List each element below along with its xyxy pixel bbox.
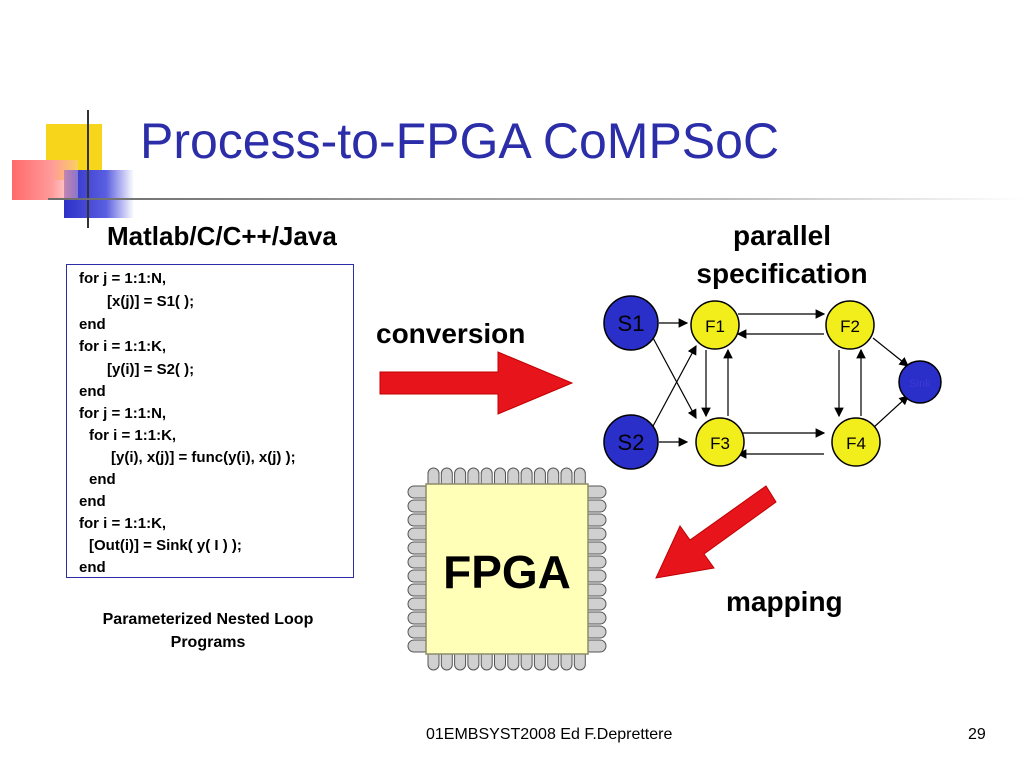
code-line: [y(i), x(j)] = func(y(i), x(j) ); <box>111 449 296 466</box>
decor-red-square <box>12 160 78 200</box>
language-label: Matlab/C/C++/Java <box>107 221 337 251</box>
parallel-spec-label: parallel specification <box>668 217 896 293</box>
code-line: end <box>79 493 106 510</box>
node-f2 <box>825 300 875 350</box>
node-s1-label: S1 <box>618 311 645 336</box>
code-line: for i = 1:1:K, <box>79 338 167 355</box>
code-line: for j = 1:1:N, <box>79 270 167 287</box>
node-f1 <box>690 300 740 350</box>
mapping-label: mapping <box>726 586 843 617</box>
node-s1 <box>603 295 659 351</box>
code-line: end <box>79 383 106 400</box>
code-line: for i = 1:1:K, <box>89 427 177 444</box>
edge-s2-f1 <box>651 344 697 429</box>
node-f2-label: F2 <box>840 317 860 336</box>
mapping-arrow <box>655 485 777 579</box>
page-title: Process-to-FPGA CoMPSoC <box>140 113 780 169</box>
code-line: end <box>89 471 116 488</box>
node-f3-label: F3 <box>710 434 730 453</box>
node-f1-label: F1 <box>705 317 725 336</box>
footer-text: 01EMBSYST2008 Ed F.Deprettere <box>426 726 673 743</box>
code-line: [Out(i)] = Sink( y( I ) ); <box>89 537 242 554</box>
edge-s1-f3 <box>651 335 697 420</box>
node-s2-label: S2 <box>618 430 645 455</box>
decor-vertical-line <box>87 110 89 228</box>
code-line: for j = 1:1:N, <box>79 405 167 422</box>
edge-f4-sink <box>872 395 909 429</box>
node-f3 <box>695 417 745 467</box>
code-line: for i = 1:1:K, <box>79 515 167 532</box>
fpga-chip: FPGA <box>407 467 607 671</box>
node-s2 <box>603 414 659 470</box>
fpga-label: FPGA <box>443 546 571 598</box>
title-divider <box>48 198 1024 200</box>
code-caption: Parameterized Nested Loop Programs <box>102 611 314 651</box>
code-line: end <box>79 559 106 576</box>
node-sink <box>898 360 942 404</box>
code-box: for j = 1:1:N, [x(j)] = S1( ); end for i… <box>66 264 354 578</box>
edge-f2-sink <box>872 337 909 367</box>
process-network-graph: S1 S2 F1 F2 F3 F4 Sink <box>603 295 942 470</box>
node-sink-label: Sink <box>909 378 931 390</box>
conversion-label: conversion <box>376 318 526 349</box>
conversion-arrow <box>379 351 574 415</box>
node-f4-label: F4 <box>846 434 866 453</box>
code-line: end <box>79 316 106 333</box>
page-number: 29 <box>968 726 986 743</box>
code-line: [x(j)] = S1( ); <box>107 293 195 310</box>
parallel-label-line1: parallel <box>732 220 832 251</box>
parallel-label-line2: specification <box>696 258 868 289</box>
code-line: [y(i)] = S2( ); <box>107 361 195 378</box>
fpga-body <box>425 483 589 655</box>
node-f4 <box>831 417 881 467</box>
